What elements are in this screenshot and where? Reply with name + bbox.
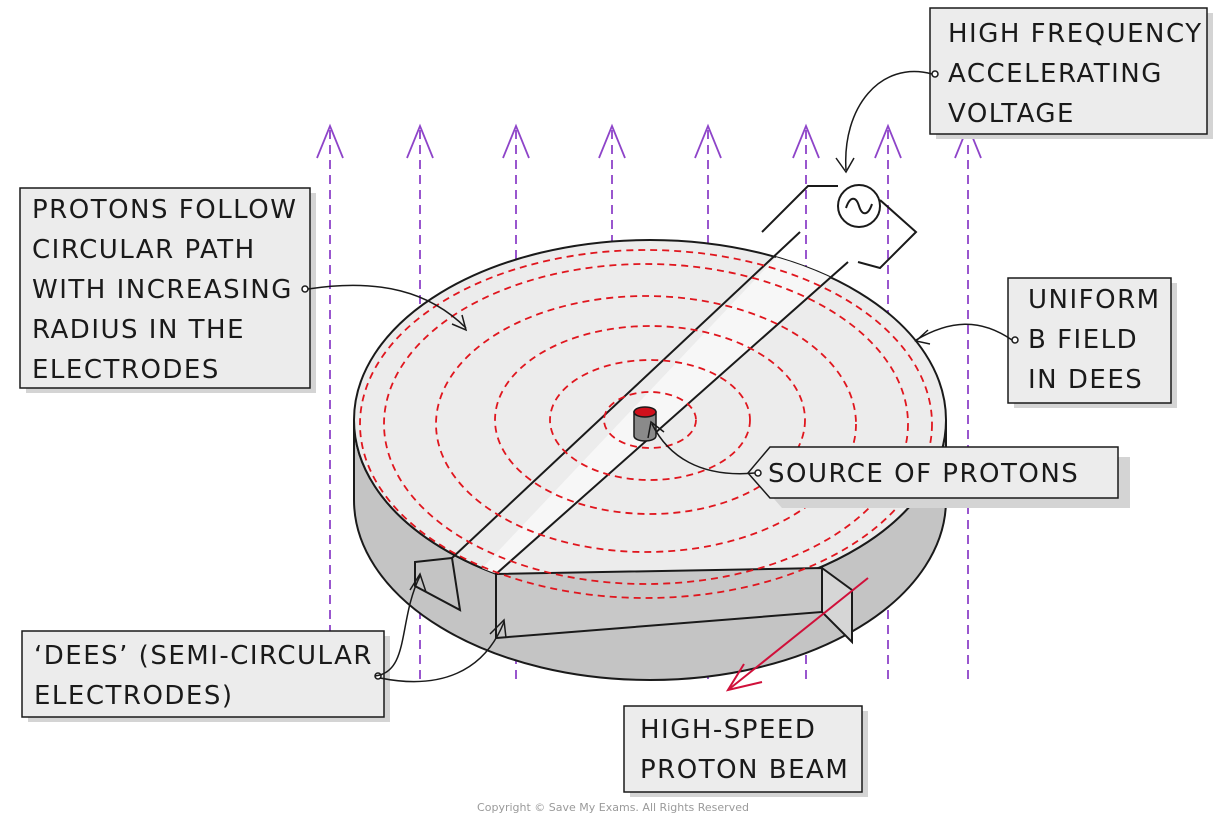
ac-supply-circuit [761,184,918,270]
proton-source [633,406,657,442]
label-dees-line-2: ELECTRODES) [34,681,234,711]
label-proton-beam: HIGH-SPEED PROTON BEAM [623,705,868,797]
label-protons-path: PROTONS FOLLOW CIRCULAR PATH WITH INCREA… [19,187,468,393]
label-bfield-line-3: IN DEES [1028,365,1143,395]
proton-orbit [435,295,857,553]
left-dee-cut-face [414,556,462,612]
label-hf-line-1: HIGH FREQUENCY [948,19,1203,49]
label-bfield-line-1: UNIFORM [1028,285,1161,315]
label-dees: ‘DEES’ (SEMI-CIRCULAR ELECTRODES) [21,572,507,722]
label-dees-line-1: ‘DEES’ (SEMI-CIRCULAR [34,641,373,671]
field-line [954,123,982,684]
label-bfield-line-2: B FIELD [1028,325,1138,355]
alternating-voltage-source-icon [837,184,881,228]
proton-orbit [549,359,751,481]
labels: HIGH FREQUENCY ACCELERATING VOLTAGE PROT… [19,7,1213,797]
field-line [316,123,344,684]
label-high-frequency-voltage: HIGH FREQUENCY ACCELERATING VOLTAGE [835,7,1213,174]
label-source-of-protons: SOURCE OF PROTONS [647,420,1130,508]
label-hf-line-3: VOLTAGE [948,99,1075,129]
copyright-notice: Copyright © Save My Exams. All Rights Re… [477,801,749,814]
proton-beam [725,577,869,692]
label-source-line-1: SOURCE OF PROTONS [768,459,1079,489]
label-hf-line-2: ACCELERATING [948,59,1163,89]
proton-spiral-paths [359,249,933,599]
dee-edge-lower [495,261,849,575]
cyclotron [353,231,947,681]
proton-orbit [383,263,909,585]
proton-orbit [494,325,806,515]
label-uniform-b-field: UNIFORM B FIELD IN DEES [914,277,1177,408]
dee-edge-upper [451,231,801,559]
beam-exit-notch [821,566,853,645]
label-protons-line-1: PROTONS FOLLOW [32,195,297,225]
source-label-box [747,446,1119,499]
label-protons-line-4: RADIUS IN THE [32,315,245,345]
proton-orbit [359,249,933,599]
label-beam-line-2: PROTON BEAM [640,755,849,785]
label-protons-line-3: WITH INCREASING [32,275,293,305]
circuit-wire-right [857,199,918,270]
label-beam-line-1: HIGH-SPEED [640,715,816,745]
label-protons-line-5: ELECTRODES [32,355,220,385]
circuit-wire [761,185,838,233]
label-protons-line-2: CIRCULAR PATH [32,235,256,265]
proton-orbit [603,391,697,449]
